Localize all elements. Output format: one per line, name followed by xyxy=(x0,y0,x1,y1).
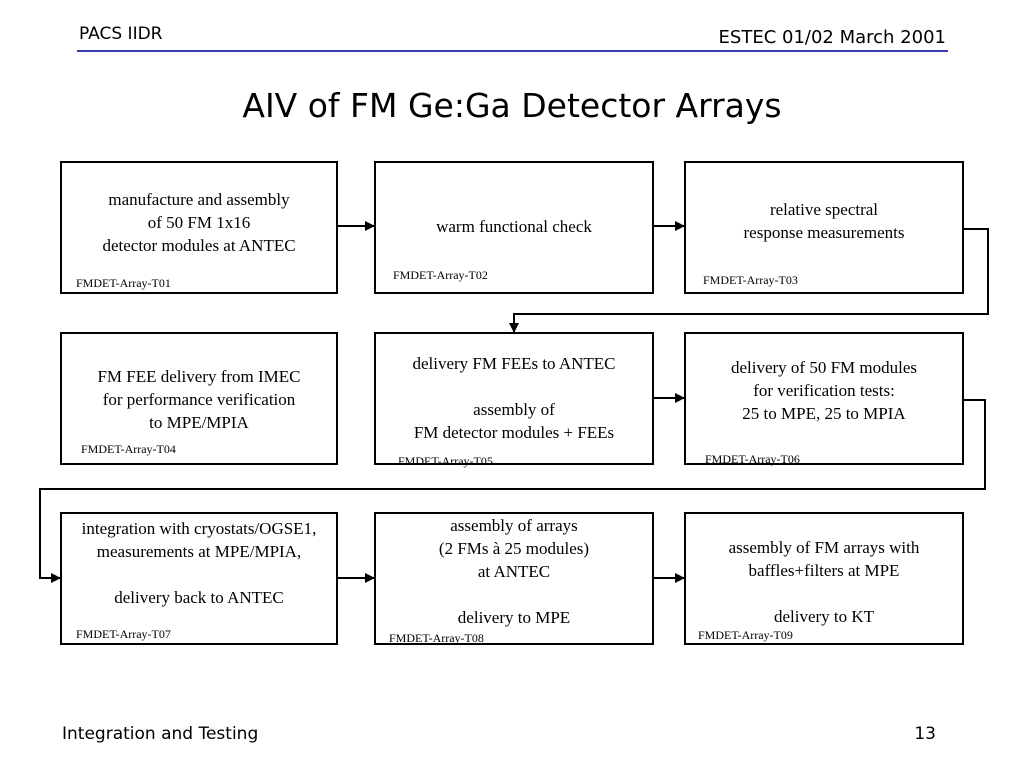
step-box-t01: manufacture and assembly of 50 FM 1x16 d… xyxy=(60,161,338,294)
step-box-t09: assembly of FM arrays with baffles+filte… xyxy=(684,512,964,645)
step-text: manufacture and assembly of 50 FM 1x16 d… xyxy=(102,190,296,255)
step-text: warm functional check xyxy=(436,217,592,236)
step-box-t03: relative spectral response measurements … xyxy=(684,161,964,294)
step-text: delivery of 50 FM modules for verificati… xyxy=(730,358,918,423)
page-number: 13 xyxy=(914,724,936,744)
step-box-t02: warm functional check FMDET-Array-T02 xyxy=(374,161,654,294)
step-code: FMDET-Array-T07 xyxy=(76,627,171,641)
step-box-t07: integration with cryostats/OGSE1, measur… xyxy=(60,512,338,645)
step-text: assembly of FM arrays with baffles+filte… xyxy=(728,538,920,626)
footer-section-label: Integration and Testing xyxy=(62,724,259,744)
header-left-label: PACS IIDR xyxy=(79,24,163,44)
step-box-t08: assembly of arrays (2 FMs à 25 modules) … xyxy=(374,512,654,645)
step-code: FMDET-Array-T05 xyxy=(398,454,493,468)
header-right-label: ESTEC 01/02 March 2001 xyxy=(718,27,946,48)
step-code: FMDET-Array-T08 xyxy=(389,631,484,645)
step-box-t06: delivery of 50 FM modules for verificati… xyxy=(684,332,964,466)
step-code: FMDET-Array-T03 xyxy=(703,273,798,287)
step-code: FMDET-Array-T02 xyxy=(393,268,488,282)
slide-title: AIV of FM Ge:Ga Detector Arrays xyxy=(242,86,782,125)
step-code: FMDET-Array-T01 xyxy=(76,276,171,290)
arrow-t03-t05 xyxy=(509,228,989,333)
step-box-t04: FM FEE delivery from IMEC for performanc… xyxy=(60,332,338,465)
arrow-t06-t07 xyxy=(39,399,986,583)
step-code: FMDET-Array-T04 xyxy=(81,442,176,456)
step-text: relative spectral response measurements xyxy=(743,200,905,242)
step-text: integration with cryostats/OGSE1, measur… xyxy=(81,519,317,607)
step-box-t05: delivery FM FEEs to ANTEC assembly of FM… xyxy=(374,332,654,468)
step-code: FMDET-Array-T06 xyxy=(705,452,800,466)
step-text: delivery FM FEEs to ANTEC assembly of FM… xyxy=(412,354,616,442)
header-rule xyxy=(77,50,948,52)
step-text: assembly of arrays (2 FMs à 25 modules) … xyxy=(438,516,590,627)
step-code: FMDET-Array-T09 xyxy=(698,628,793,642)
step-text: FM FEE delivery from IMEC for performanc… xyxy=(97,367,301,432)
